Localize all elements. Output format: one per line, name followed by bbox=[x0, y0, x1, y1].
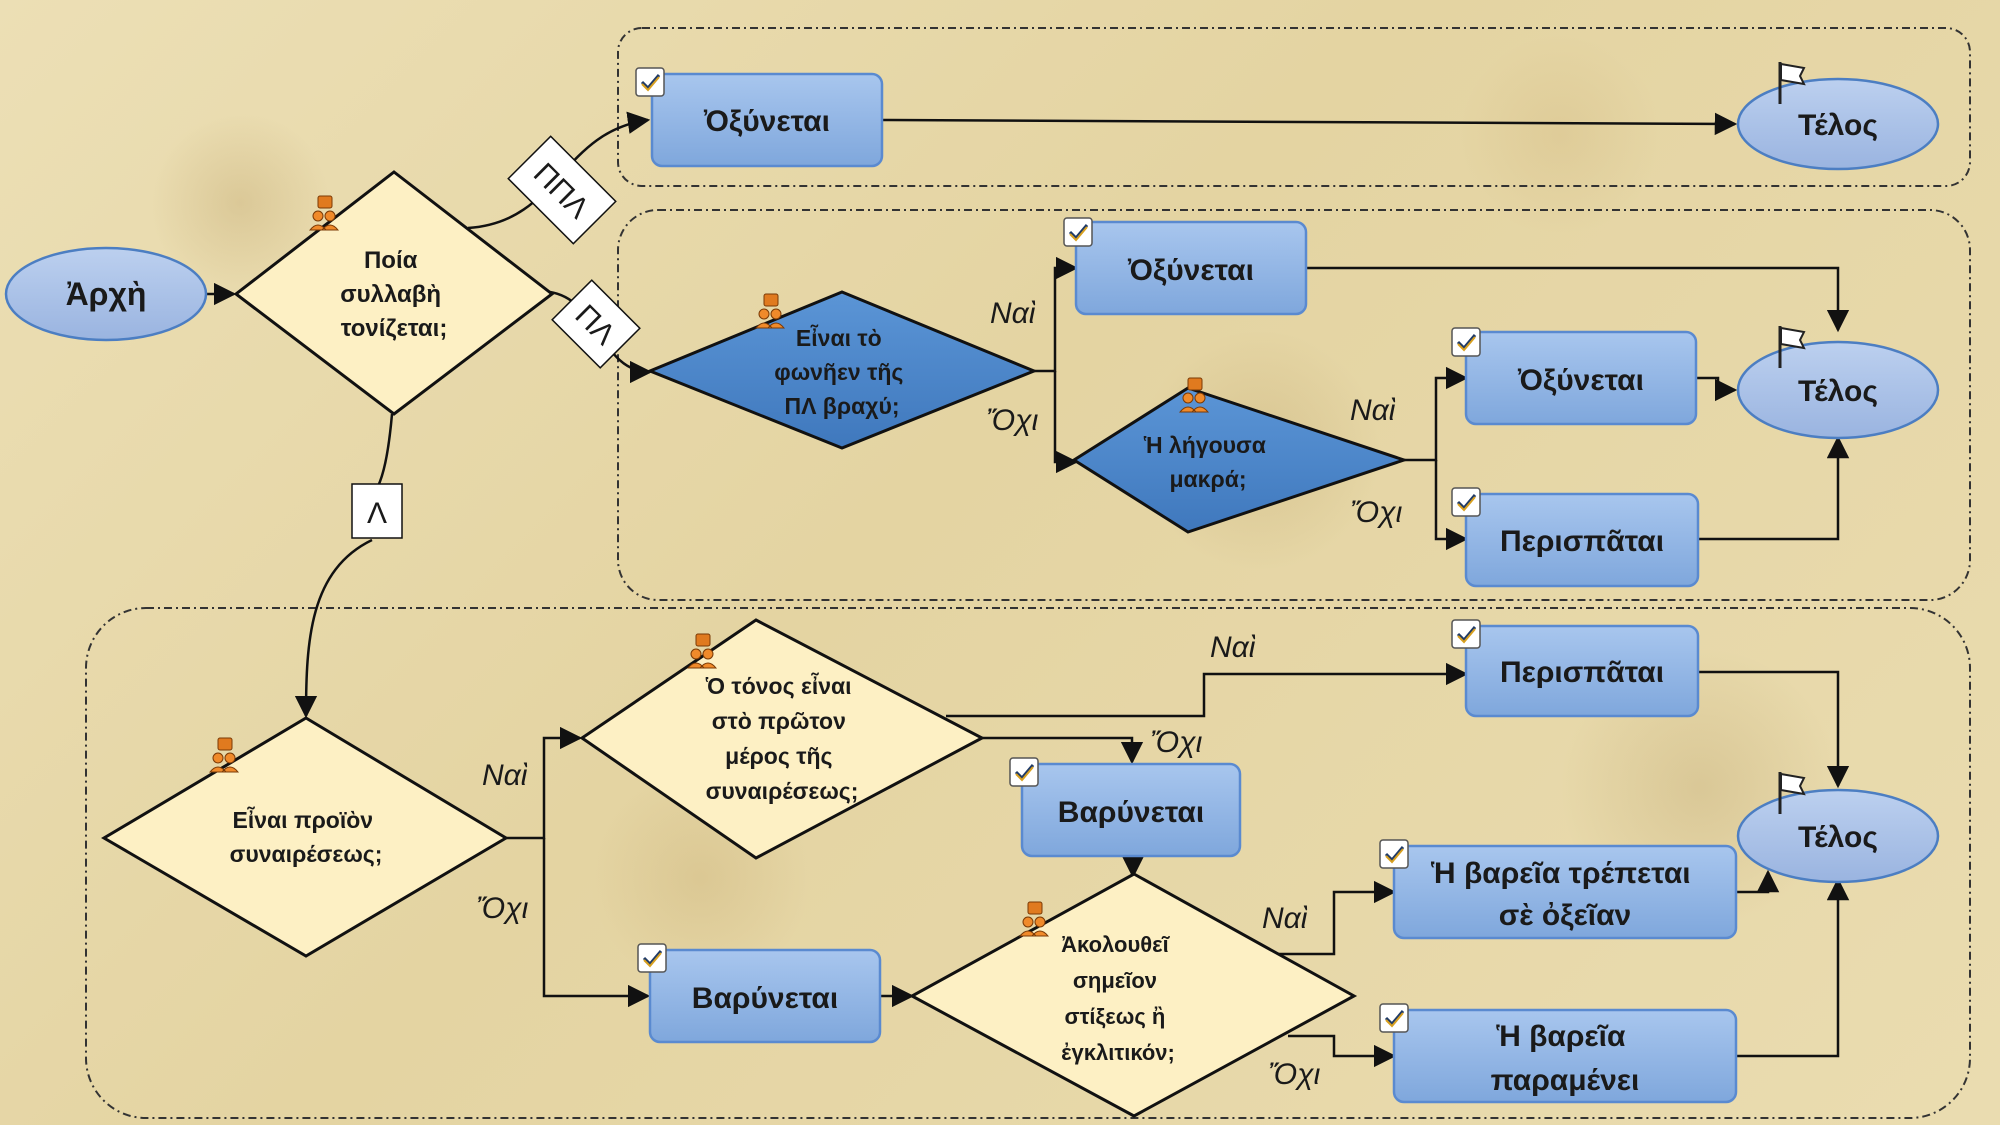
task-first-part-yes bbox=[1464, 624, 1700, 718]
edge-label-first-yes: Ναὶ bbox=[1210, 631, 1256, 664]
edge-contr-no bbox=[542, 838, 651, 1008]
edge-last-no-to-end bbox=[1698, 435, 1850, 541]
task-pl-oxynetai bbox=[1074, 220, 1308, 316]
task-first-part-no-label: Βαρύνεται bbox=[1058, 796, 1204, 829]
edge-contr-fork bbox=[506, 726, 583, 840]
task-first-part-no bbox=[1020, 762, 1242, 858]
task-punct-yes-label: Ἡ βαρεῖα τρέπεται σὲ ὀξεῖαν bbox=[1431, 857, 1699, 932]
edge-punct-yes-to-end bbox=[1736, 869, 1780, 894]
task-punct-no-label: Ἡ βαρεῖα παραμένει bbox=[1491, 1020, 1640, 1097]
edge-label-punct-yes: Ναὶ bbox=[1262, 902, 1308, 935]
edge-first-yes bbox=[946, 662, 1469, 718]
edge-label-punct-no: Ὄχι bbox=[1268, 1058, 1321, 1091]
task-first-part-yes-label: Περισπᾶται bbox=[1500, 656, 1664, 689]
end-node-3 bbox=[1736, 788, 1940, 884]
edge-label-l: Λ bbox=[367, 497, 387, 530]
checkbox-icon bbox=[1451, 327, 1481, 357]
question-person-icon bbox=[754, 293, 786, 329]
edge-pl-yes-to-end bbox=[1306, 266, 1850, 333]
checkbox-icon bbox=[1379, 1003, 1409, 1033]
decision-vowel-short bbox=[646, 290, 1038, 450]
edge-vowel-fork bbox=[1030, 256, 1079, 373]
end-node-3-label: Τέλος bbox=[1798, 821, 1878, 854]
checkbox-icon bbox=[637, 943, 667, 973]
edge-l bbox=[374, 413, 394, 491]
decision-first-part-label: Ὁ τόνος εἶναι στὸ πρῶτον μέρος τῆς συναι… bbox=[705, 672, 858, 804]
edge-first-no bbox=[982, 736, 1144, 765]
edge-label-pl-box: ΠΛ bbox=[551, 279, 641, 369]
edge-punct-no bbox=[1288, 1034, 1397, 1068]
task-pl-oxynetai-label: Ὀξύνεται bbox=[1127, 254, 1254, 287]
decision-syllable-label: Ποία συλλαβὴ τονίζεται; bbox=[340, 247, 448, 342]
edge-label-contr-no: Ὄχι bbox=[476, 892, 529, 925]
region-pl bbox=[617, 209, 1971, 601]
question-person-icon bbox=[208, 737, 240, 773]
region-ppl bbox=[617, 27, 1971, 187]
decision-contraction-label: Εἶναι προϊὸν συναιρέσεως; bbox=[230, 806, 383, 867]
edge-top-to-end bbox=[881, 112, 1738, 136]
question-person-icon bbox=[1018, 901, 1050, 937]
decision-last-long bbox=[1071, 386, 1409, 534]
decision-vowel-short-label: Εἶναι τὸ φωνῆεν τῆς ΠΛ βραχύ; bbox=[774, 324, 910, 419]
checkbox-icon bbox=[635, 67, 665, 97]
checkbox-icon bbox=[1009, 757, 1039, 787]
edge-label-l-box: Λ bbox=[351, 483, 403, 539]
edge-first-yes-to-end bbox=[1698, 670, 1850, 789]
decision-contraction bbox=[101, 716, 509, 958]
region-l bbox=[85, 607, 1971, 1119]
edge-label-contr-yes: Ναὶ bbox=[482, 759, 528, 792]
question-person-icon bbox=[308, 195, 340, 231]
task-last-long-no-label: Περισπᾶται bbox=[1500, 525, 1664, 558]
start-label: Ἀρχὴ bbox=[66, 276, 147, 312]
checkbox-icon bbox=[1379, 839, 1409, 869]
question-person-icon bbox=[686, 633, 718, 669]
decision-first-part bbox=[579, 618, 986, 860]
task-last-long-no bbox=[1464, 492, 1700, 588]
task-contraction-no bbox=[648, 948, 882, 1044]
checkbox-icon bbox=[1063, 217, 1093, 247]
decision-syllable bbox=[233, 170, 555, 416]
edge-label-first-no: Ὄχι bbox=[1150, 726, 1203, 759]
task-ppl-oxynetai bbox=[650, 72, 884, 168]
edge-label-vowel-no: Ὄχι bbox=[986, 404, 1039, 437]
task-punct-yes bbox=[1392, 844, 1738, 940]
checkbox-icon bbox=[1451, 619, 1481, 649]
flag-icon bbox=[1778, 62, 1806, 104]
edge-l-lower bbox=[294, 538, 373, 719]
edge-label-last-yes: Ναὶ bbox=[1350, 394, 1396, 427]
end-node-1 bbox=[1736, 77, 1940, 171]
question-person-icon bbox=[1178, 377, 1210, 413]
edge-label-last-no: Ὄχι bbox=[1350, 496, 1403, 529]
flag-icon bbox=[1778, 326, 1806, 368]
task-last-long-yes bbox=[1464, 330, 1698, 426]
end-node-2 bbox=[1736, 340, 1940, 440]
flag-icon bbox=[1778, 772, 1806, 814]
edge-punct-yes bbox=[1272, 880, 1397, 956]
start-node bbox=[4, 246, 208, 342]
edge-last-yes-to-end bbox=[1696, 376, 1738, 402]
task-last-long-yes-label: Ὀξύνεται bbox=[1517, 364, 1644, 397]
decision-punctuation-label: Ἀκολουθεῖ σημεῖον στίξεως ἢ ἐγκλιτικόν; bbox=[1061, 932, 1175, 1065]
edge-punct-no-to-end bbox=[1736, 877, 1850, 1058]
edge-last-fork bbox=[1404, 366, 1469, 462]
edge-last-no bbox=[1434, 460, 1469, 551]
edge-vowel-no bbox=[1053, 371, 1079, 474]
decision-last-long-label: Ἡ λήγουσα μακρά; bbox=[1144, 432, 1273, 492]
edge-label-ppl-box: ΠΠΛ bbox=[507, 135, 617, 245]
task-contraction-no-label: Βαρύνεται bbox=[692, 982, 838, 1015]
edge-label-vowel-yes: Ναὶ bbox=[990, 297, 1036, 330]
end-node-1-label: Τέλος bbox=[1798, 109, 1878, 142]
checkbox-icon bbox=[1451, 487, 1481, 517]
task-ppl-oxynetai-label: Ὀξύνεται bbox=[703, 105, 830, 138]
end-node-2-label: Τέλος bbox=[1798, 375, 1878, 408]
task-punct-no bbox=[1392, 1008, 1738, 1104]
decision-punctuation bbox=[908, 872, 1358, 1118]
